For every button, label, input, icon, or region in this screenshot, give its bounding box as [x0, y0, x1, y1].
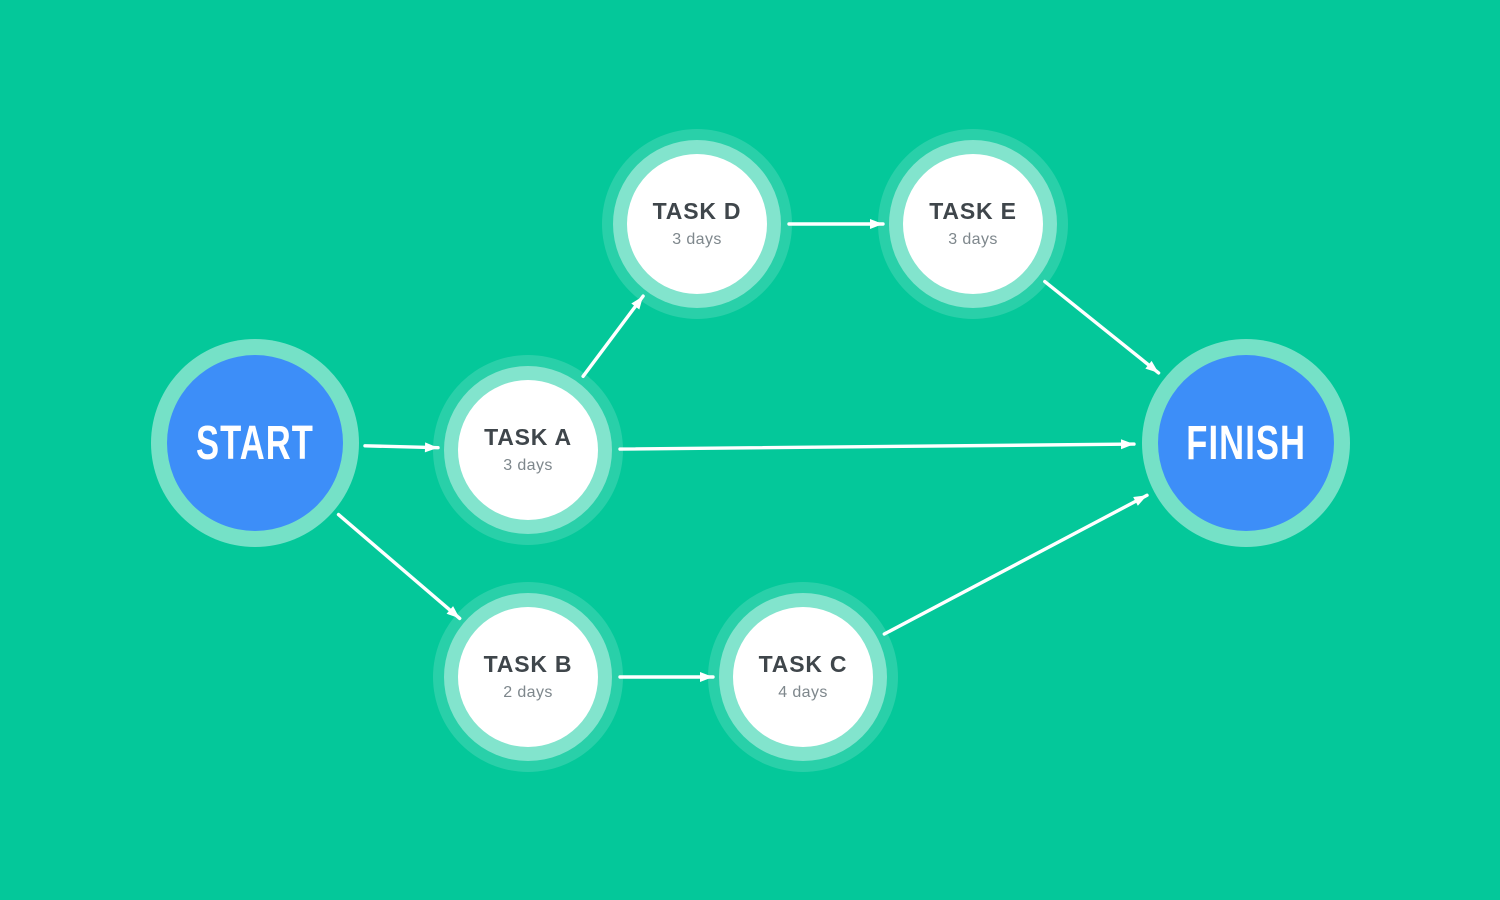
node-label: TASK C — [758, 650, 848, 677]
edge-task-a-to-finish — [618, 439, 1136, 451]
node-duration: 4 days — [778, 684, 828, 702]
node-finish: FINISH — [1158, 355, 1334, 531]
node-label: TASK B — [483, 650, 573, 677]
node-task-b: TASK B 2 days — [458, 607, 598, 747]
node-task-e: TASK E 3 days — [903, 154, 1043, 294]
edge-start-to-task-a — [363, 442, 440, 453]
edge-task-c-to-finish — [882, 493, 1149, 636]
edge-task-a-to-task-d — [581, 294, 645, 378]
node-duration: 3 days — [948, 231, 998, 249]
edge-start-to-task-b — [336, 512, 462, 621]
node-task-c: TASK C 4 days — [733, 607, 873, 747]
node-task-a: TASK A 3 days — [458, 380, 598, 520]
node-label: TASK D — [652, 197, 742, 224]
node-start: START — [167, 355, 343, 531]
node-label: START — [195, 416, 315, 470]
node-task-d: TASK D 3 days — [627, 154, 767, 294]
node-duration: 3 days — [503, 457, 553, 475]
edge-task-e-to-finish — [1043, 279, 1161, 375]
node-duration: 3 days — [672, 231, 722, 249]
node-label: TASK A — [484, 423, 572, 450]
node-duration: 2 days — [503, 684, 553, 702]
node-label: FINISH — [1186, 416, 1306, 470]
node-label: TASK E — [929, 197, 1017, 224]
